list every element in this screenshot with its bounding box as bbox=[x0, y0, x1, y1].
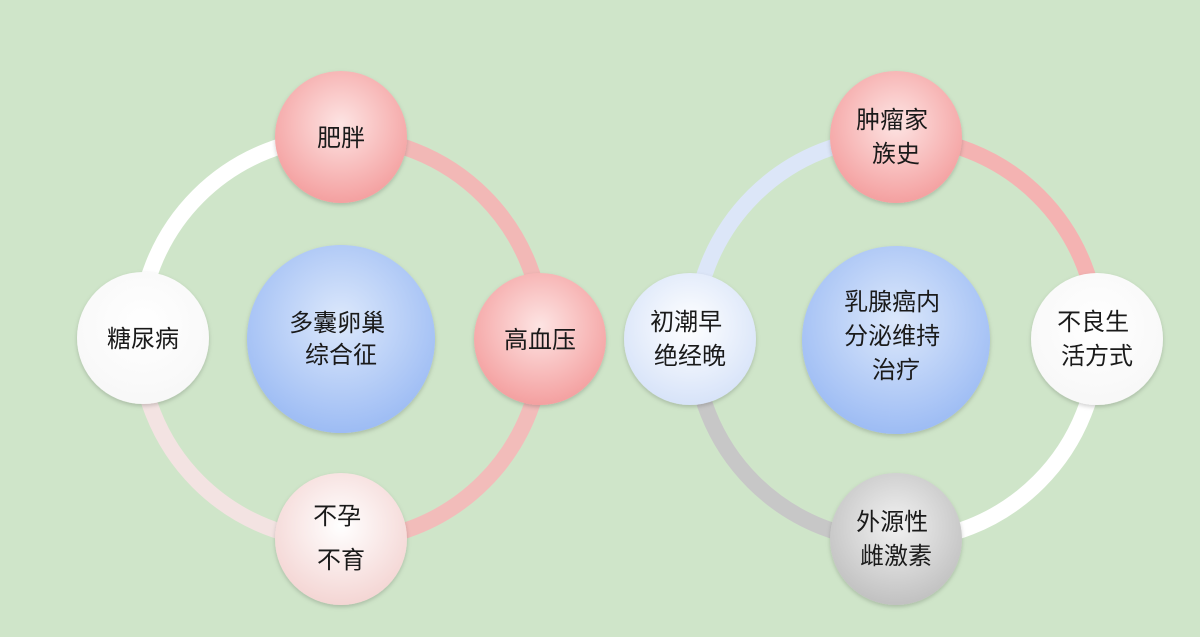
center-label-line: 治疗 bbox=[872, 356, 920, 384]
node-left-circle bbox=[77, 272, 209, 404]
center-label-line: 分泌维持 bbox=[844, 322, 940, 350]
node-right: 不良生 活方式 bbox=[1031, 273, 1163, 405]
node-right-label: 不良生 活方式 bbox=[1057, 308, 1137, 370]
node-label-line: 雌激素 bbox=[860, 542, 932, 570]
node-top-label: 肥胖 bbox=[317, 124, 365, 152]
node-label-line: 高血压 bbox=[504, 326, 576, 354]
node-left: 糖尿病 bbox=[77, 272, 209, 404]
node-bottom: 不孕 不育 bbox=[275, 473, 407, 605]
node-top: 肥胖 bbox=[275, 71, 407, 203]
node-left: 初潮早 绝经晚 bbox=[624, 273, 756, 405]
node-top: 肿瘤家 族史 bbox=[830, 71, 962, 203]
node-label-line: 初潮早 bbox=[650, 308, 722, 336]
node-label-line: 族史 bbox=[872, 140, 920, 168]
node-label-line: 活方式 bbox=[1061, 342, 1133, 370]
center-circle bbox=[247, 245, 435, 433]
node-label-line: 绝经晚 bbox=[654, 342, 726, 370]
node-left-circle bbox=[624, 273, 756, 405]
node-right: 高血压 bbox=[474, 273, 606, 405]
node-label-line: 不孕 bbox=[313, 502, 361, 530]
node-label-line: 不良生 bbox=[1057, 308, 1129, 336]
node-bottom-circle bbox=[275, 473, 407, 605]
center-label-line: 综合征 bbox=[305, 341, 377, 369]
center-label-line: 多囊卵巢 bbox=[289, 309, 385, 337]
node-top-circle bbox=[275, 71, 407, 203]
center-label: 乳腺癌内 分泌维持 治疗 bbox=[844, 288, 948, 384]
node-label-line: 糖尿病 bbox=[107, 325, 179, 353]
node-label-line: 肥胖 bbox=[317, 124, 365, 152]
node-label-line: 外源性 bbox=[856, 508, 928, 536]
node-label-line: 肿瘤家 bbox=[856, 106, 928, 134]
node-bottom-circle bbox=[830, 473, 962, 605]
diagram-breast-cancer: 乳腺癌内 分泌维持 治疗 肿瘤家 族史 不良生 活方式 外源性 雌激素 bbox=[624, 71, 1163, 605]
center-node: 多囊卵巢 综合征 bbox=[247, 245, 435, 433]
node-bottom-label: 外源性 雌激素 bbox=[856, 508, 936, 570]
diagram-pcos: 多囊卵巢 综合征 肥胖 高血压 不孕 不育 糖尿 bbox=[77, 71, 606, 605]
node-bottom-label: 不孕 不育 bbox=[313, 502, 369, 574]
node-left-label: 初潮早 绝经晚 bbox=[650, 308, 730, 370]
node-bottom: 外源性 雌激素 bbox=[830, 473, 962, 605]
node-label-line: 不育 bbox=[317, 546, 365, 574]
center-label-line: 乳腺癌内 bbox=[844, 288, 940, 316]
center-node: 乳腺癌内 分泌维持 治疗 bbox=[802, 246, 990, 434]
node-right-circle bbox=[474, 273, 606, 405]
center-label: 多囊卵巢 综合征 bbox=[289, 309, 393, 369]
node-right-label: 高血压 bbox=[504, 326, 576, 354]
node-left-label: 糖尿病 bbox=[107, 325, 179, 353]
node-top-label: 肿瘤家 族史 bbox=[856, 106, 936, 168]
center-circle bbox=[802, 246, 990, 434]
node-top-circle bbox=[830, 71, 962, 203]
node-right-circle bbox=[1031, 273, 1163, 405]
